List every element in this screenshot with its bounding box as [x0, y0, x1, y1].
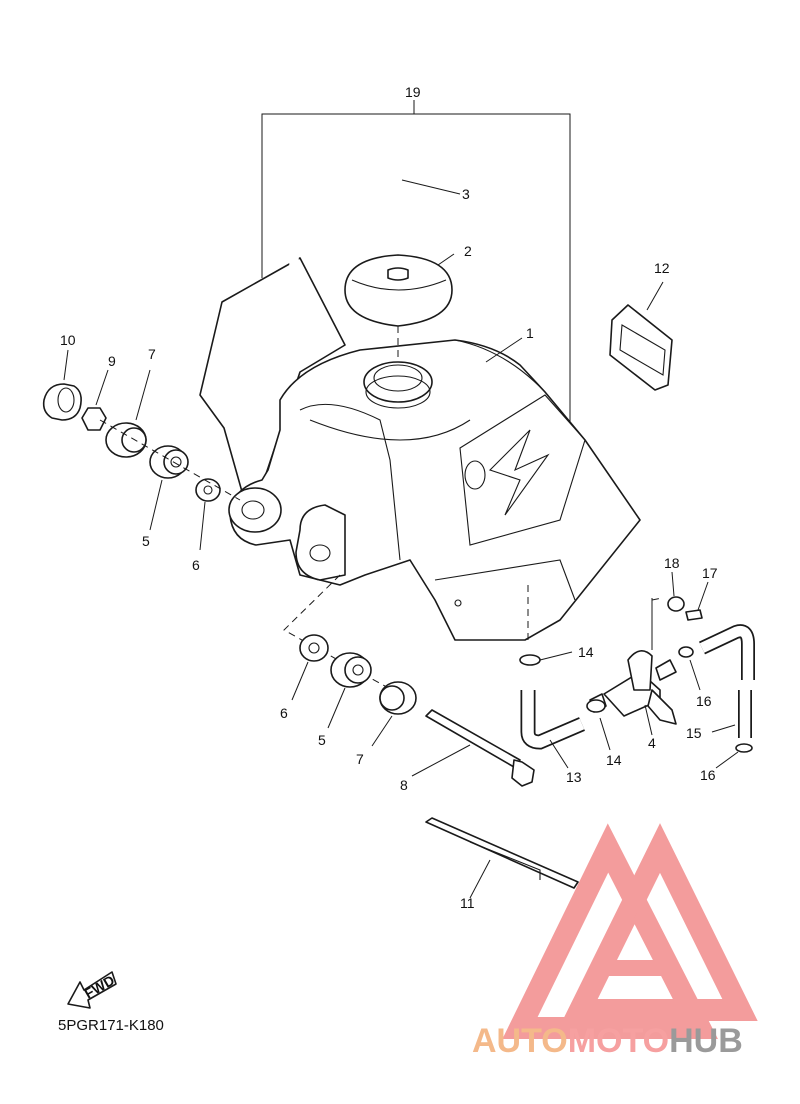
- callout-4: 4: [648, 735, 656, 751]
- upper-mount-parts: [42, 349, 241, 551]
- fuel-cap: [344, 253, 455, 360]
- callout-5a: 5: [142, 533, 150, 549]
- callout-9: 9: [108, 353, 116, 369]
- callout-2: 2: [464, 243, 472, 259]
- watermark-auto: AUTO: [472, 1022, 568, 1060]
- callout-18: 18: [664, 555, 680, 571]
- callout-14a: 14: [578, 644, 594, 660]
- lower-mount-parts: [283, 574, 535, 787]
- callout-1: 1: [526, 325, 534, 341]
- callout-13: 13: [566, 769, 582, 785]
- callout-12: 12: [654, 260, 670, 276]
- callout-3: 3: [462, 186, 470, 202]
- breather-hose: [289, 131, 461, 320]
- callout-15: 15: [686, 725, 702, 741]
- fwd-arrow-icon: FWD: [67, 971, 117, 1009]
- seal-strip: [425, 817, 579, 899]
- watermark-hub: HUB: [669, 1022, 743, 1060]
- callout-16b: 16: [700, 767, 716, 783]
- callout-19: 19: [405, 84, 421, 100]
- callout-10: 10: [60, 332, 76, 348]
- bracket-19: [261, 100, 571, 450]
- gasket-plate: [609, 281, 673, 391]
- callout-14b: 14: [606, 752, 622, 768]
- callout-labels: 1 2 3 4 5 5 6 6 7 7 8 9 10 11 12 13 14 1…: [60, 84, 718, 911]
- callout-6b: 6: [280, 705, 288, 721]
- diagram-code: 5PGR171-K180: [58, 1017, 164, 1034]
- callout-6a: 6: [192, 557, 200, 573]
- watermark-text: AUTOMOTOHUB: [472, 1022, 743, 1060]
- side-cover-panel: [199, 257, 346, 521]
- callout-17: 17: [702, 565, 718, 581]
- callout-5b: 5: [318, 732, 326, 748]
- watermark-logo: [502, 823, 758, 1039]
- callout-11: 11: [460, 895, 475, 911]
- callout-7a: 7: [148, 346, 156, 362]
- watermark-moto: MOTO: [568, 1022, 669, 1060]
- fuel-tank: [228, 337, 641, 641]
- callout-16a: 16: [696, 693, 712, 709]
- callout-7b: 7: [356, 751, 364, 767]
- fuel-cock-assembly: [519, 571, 755, 769]
- callout-8: 8: [400, 777, 408, 793]
